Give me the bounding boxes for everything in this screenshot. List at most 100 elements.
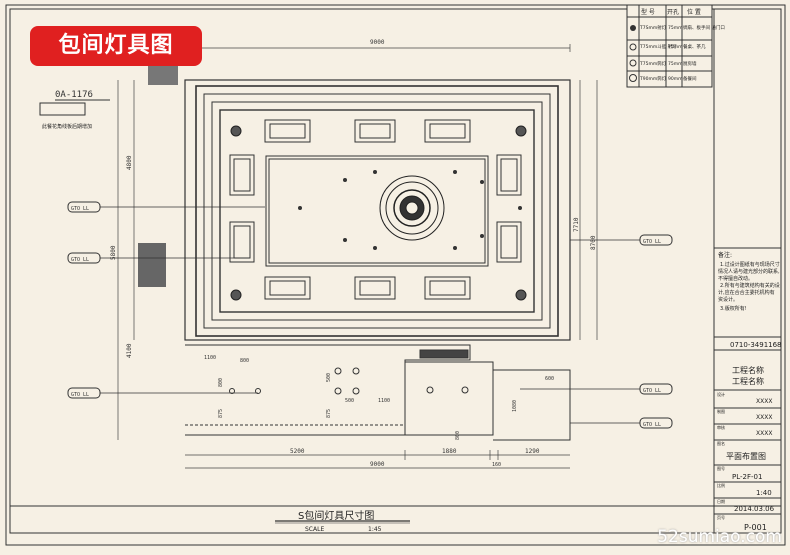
chandelier <box>379 175 445 241</box>
drawn-label: 制图 <box>717 408 725 414</box>
dim-bottom-seg: 5200 <box>290 448 305 455</box>
callout-note: 此餐花角线板后期增加 <box>42 123 92 130</box>
note-line: 资设计。 <box>718 296 738 303</box>
drawn-value: XXXX <box>756 414 772 421</box>
room-outline <box>184 79 571 341</box>
downlight-icon <box>515 125 527 137</box>
dim-right: 7710 <box>573 217 580 232</box>
dim-lower: 600 <box>545 376 554 382</box>
column-block <box>138 243 166 287</box>
drawing-title <box>275 520 410 524</box>
date-label: 日期 <box>717 498 725 504</box>
dim-lower: 1080 <box>512 400 518 412</box>
lower-lights <box>229 367 469 395</box>
dim-left: 4800 <box>126 155 133 170</box>
scale-label: 比例 <box>717 482 725 488</box>
designed-label: 设计 <box>717 391 725 397</box>
legend-header: 位 置 <box>687 8 701 16</box>
dim-lower: 800 <box>455 431 461 440</box>
legend-type: T75mm斗胆 射灯 <box>639 43 677 50</box>
section-tag: GTO LL <box>643 388 661 394</box>
dim-bottom-seg: 1290 <box>525 448 540 455</box>
note-line: 3.版权所有! <box>720 305 747 312</box>
section-tag: GTO LL <box>71 392 89 398</box>
dim-left: 4100 <box>126 343 133 358</box>
downlight-icon <box>515 289 527 301</box>
dim-top-total: 9000 <box>370 39 385 46</box>
legend-hole: 75mm <box>668 25 683 31</box>
page-value: P-001 <box>744 523 767 532</box>
checked-label: 审核 <box>717 424 725 430</box>
downlight-icon <box>352 367 360 375</box>
dim-bottom-seg: 160 <box>492 462 501 468</box>
sheet-title: 平面布置图 <box>726 451 766 461</box>
legend-hole: 75mm <box>668 61 683 67</box>
section-tag: GTO LL <box>71 257 89 263</box>
downlight-icon <box>230 125 242 137</box>
downlight-icon <box>461 386 469 394</box>
dim-right: 8700 <box>590 235 597 250</box>
note-line: 2.所有与建筑结构有关的设 <box>720 282 780 289</box>
legend-position: 备餐间 <box>683 75 697 82</box>
dim-lower: 500 <box>345 398 354 404</box>
note-line: 1.过设计图纸有与现场尺寸 <box>720 261 780 268</box>
dim-lower: 800 <box>218 378 224 387</box>
drawing-scale-value: 1:45 <box>368 526 382 533</box>
phone-number: 0710-3491168 <box>730 341 782 349</box>
spot-lights <box>298 170 522 250</box>
designed-value: XXXX <box>756 398 772 405</box>
legend-type: T7Smm射灯 <box>639 24 667 31</box>
callout-code: 0A-1176 <box>55 90 93 100</box>
downlight-icon <box>230 289 242 301</box>
legend-hole: 75mm <box>668 44 683 50</box>
legend-type: T75mm筒灯 <box>639 60 667 67</box>
dim-lower: 1100 <box>204 355 216 361</box>
ceiling-coffers <box>229 119 522 300</box>
dim-bottom-seg: 1880 <box>442 448 457 455</box>
drawing-scale-label: SCALE <box>305 526 324 533</box>
lower-rooms <box>185 344 571 441</box>
section-tag: GTO LL <box>643 239 661 245</box>
dim-lower: 875 <box>326 409 332 418</box>
dimension-lines <box>117 44 598 469</box>
page-label: 页号 <box>717 514 725 520</box>
downlight-icon <box>334 367 342 375</box>
fixture-legend: 型 号 开孔 位 置 T7Smm射灯 T75mm斗胆 射灯 T75mm筒灯 T9… <box>626 4 725 88</box>
legend-header: 开孔 <box>667 8 679 16</box>
corner-lights <box>230 125 527 301</box>
downlight-icon <box>426 386 434 394</box>
legend-position: 厨房墙 <box>683 60 697 67</box>
dim-lower: 1100 <box>378 398 390 404</box>
tag-group-right: GTO LL GTO LL GTO LL <box>639 234 673 429</box>
note-line: 不得擅自改动。 <box>718 275 753 282</box>
gimbal-light-icon <box>629 43 637 51</box>
downlight-icon <box>229 388 235 394</box>
note-line: 情况人请与建光部分的联系, <box>718 268 780 275</box>
section-tag: GTO LL <box>643 422 661 428</box>
downlight-icon <box>629 59 637 67</box>
notes-title: 备注: <box>718 251 732 259</box>
note-line: 计,应在合合主委托机构有 <box>718 289 775 296</box>
sheet-no: PL-2F-01 <box>732 473 762 481</box>
legend-header: 型 号 <box>641 8 655 16</box>
dim-lower: 800 <box>240 358 249 364</box>
legend-hole: 90mm <box>668 76 683 82</box>
dim-lower: 500 <box>326 373 332 382</box>
legend-type: T90mm筒灯 <box>639 75 667 82</box>
title-block: 备注: 1.过设计图纸有与现场尺寸 情况人请与建光部分的联系, 不得擅自改动。 … <box>714 247 782 532</box>
dim-lower: 875 <box>218 409 224 418</box>
tag-group-left: GTO LL GTO LL GTO LL <box>67 201 101 399</box>
watermark: 52sumiao.com <box>657 527 782 547</box>
downlight-icon <box>255 388 261 394</box>
section-callout <box>39 99 110 116</box>
spotlight-icon <box>630 25 636 31</box>
downlight-icon <box>352 387 360 395</box>
column-block <box>148 63 178 85</box>
project-label: 工程名称 <box>732 365 764 375</box>
section-tag: GTO LL <box>71 206 89 212</box>
downlight-icon <box>334 387 342 395</box>
downlight-large-icon <box>629 74 637 82</box>
dim-bottom-total: 9000 <box>370 461 385 468</box>
